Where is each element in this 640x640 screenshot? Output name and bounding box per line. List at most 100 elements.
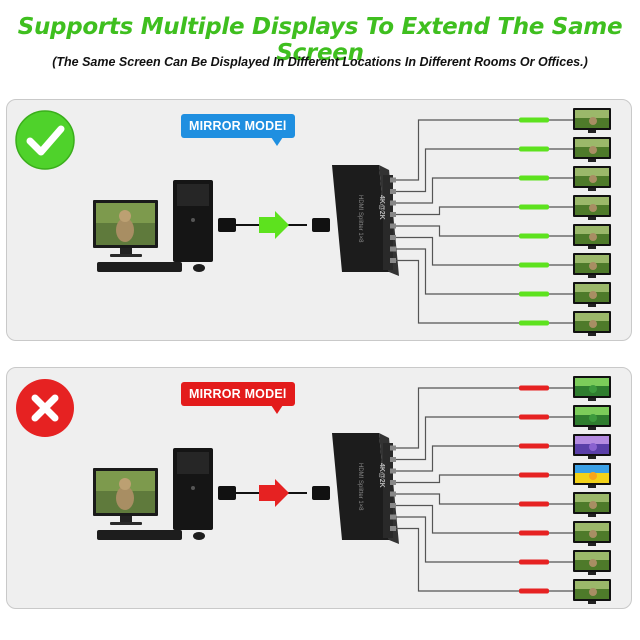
display-screen-highlight — [575, 139, 609, 147]
display-screen-highlight — [575, 465, 609, 473]
display-screen-highlight — [575, 581, 609, 589]
computer-set — [93, 448, 213, 540]
hdmi-splitter: 4K@2K HDMI Splitter 1×8 — [332, 165, 399, 276]
output-port — [390, 503, 396, 508]
display-stand — [588, 304, 596, 307]
output-cable — [394, 236, 573, 266]
cable-plug — [519, 414, 549, 420]
output-port — [390, 526, 396, 531]
output-port — [390, 223, 396, 229]
display-screen-subject — [589, 117, 597, 125]
display-screen-subject — [589, 414, 597, 422]
display-stand — [588, 246, 596, 249]
output-port — [390, 514, 396, 520]
output-cables — [390, 108, 611, 336]
splitter-model: HDMI Splitter 1×8 — [357, 463, 363, 511]
splitter-brand: 4K@2K — [378, 195, 385, 220]
output-port — [390, 212, 396, 217]
mirror-mode-correct-panel: MIRROR MODEl 4K@2K HDMI Spl — [6, 99, 632, 341]
splitter-model: HDMI Splitter 1×8 — [357, 195, 363, 243]
output-cable — [394, 474, 573, 484]
display-stand — [588, 427, 596, 430]
display-screen-subject — [589, 233, 597, 241]
headline: Supports Multiple Displays To Extend The… — [17, 14, 623, 66]
input-cable — [218, 211, 330, 239]
output-cable — [394, 504, 573, 534]
subheadline: (The Same Screen Can Be Displayed In Dif… — [52, 55, 588, 69]
output-cables — [390, 376, 611, 604]
display-screen-highlight — [575, 523, 609, 531]
mirror-mode-incorrect-panel: MIRROR MODEl 4K@2K HDMI Spl — [6, 367, 632, 609]
display-stand — [588, 485, 596, 488]
cable-plug — [519, 291, 549, 297]
display-screen-highlight — [575, 378, 609, 386]
display-stand — [588, 514, 596, 517]
display-screen-highlight — [575, 226, 609, 234]
output-cable — [394, 225, 573, 237]
output-port — [390, 258, 396, 263]
display-stand — [588, 275, 596, 278]
mirror-mode-label: MIRROR MODEl — [181, 382, 295, 414]
mirror-mode-label: MIRROR MODEl — [181, 114, 295, 146]
cable-plug — [519, 530, 549, 536]
cable-plug — [519, 559, 549, 565]
output-cable — [394, 148, 573, 193]
display-screen-subject — [589, 472, 597, 480]
output-port — [390, 480, 396, 485]
output-cable — [394, 259, 573, 324]
display-stand — [588, 601, 596, 604]
output-cable — [394, 493, 573, 505]
output-cable — [394, 416, 573, 461]
display-screen-highlight — [575, 552, 609, 560]
connection-diagram: 4K@2K HDMI Splitter 1×8 — [93, 376, 611, 604]
output-cable — [394, 206, 573, 216]
output-cable — [394, 387, 573, 449]
cable-plug — [519, 588, 549, 594]
output-cable — [394, 177, 573, 204]
display-screen-highlight — [575, 110, 609, 118]
output-port — [390, 445, 396, 451]
input-cable — [218, 479, 330, 507]
output-port — [390, 457, 396, 462]
cable-plug — [519, 146, 549, 152]
display-stand — [588, 572, 596, 575]
output-cable — [394, 516, 573, 563]
cable-plug — [519, 501, 549, 507]
output-port — [390, 491, 396, 497]
hdmi-splitter: 4K@2K HDMI Splitter 1×8 — [332, 433, 399, 544]
cable-plug — [519, 443, 549, 449]
display-stand — [588, 159, 596, 162]
cross-icon — [15, 378, 75, 438]
display-screen-subject — [589, 262, 597, 270]
display-stand — [588, 333, 596, 336]
cable-plug — [519, 233, 549, 239]
display-screen-subject — [589, 443, 597, 451]
display-stand — [588, 456, 596, 459]
display-screen-subject — [589, 588, 597, 596]
output-port — [390, 189, 396, 194]
display-stand — [588, 130, 596, 133]
display-screen-subject — [589, 501, 597, 509]
display-screen-subject — [589, 146, 597, 154]
output-cable — [394, 445, 573, 472]
output-port — [390, 468, 396, 474]
display-screen-subject — [589, 559, 597, 567]
display-screen-subject — [589, 320, 597, 328]
display-stand — [588, 188, 596, 191]
output-port — [390, 200, 396, 206]
display-stand — [588, 217, 596, 220]
display-screen-subject — [589, 175, 597, 183]
cable-plug — [519, 472, 549, 478]
cable-plug — [519, 117, 549, 123]
display-screen-highlight — [575, 494, 609, 502]
output-port — [390, 246, 396, 252]
display-screen-subject — [589, 385, 597, 393]
output-cable — [394, 527, 573, 592]
cable-plug — [519, 262, 549, 268]
computer-set — [93, 180, 213, 272]
display-screen-subject — [589, 291, 597, 299]
display-screen-highlight — [575, 284, 609, 292]
display-screen-highlight — [575, 313, 609, 321]
output-port — [390, 235, 396, 240]
display-screen-subject — [589, 204, 597, 212]
